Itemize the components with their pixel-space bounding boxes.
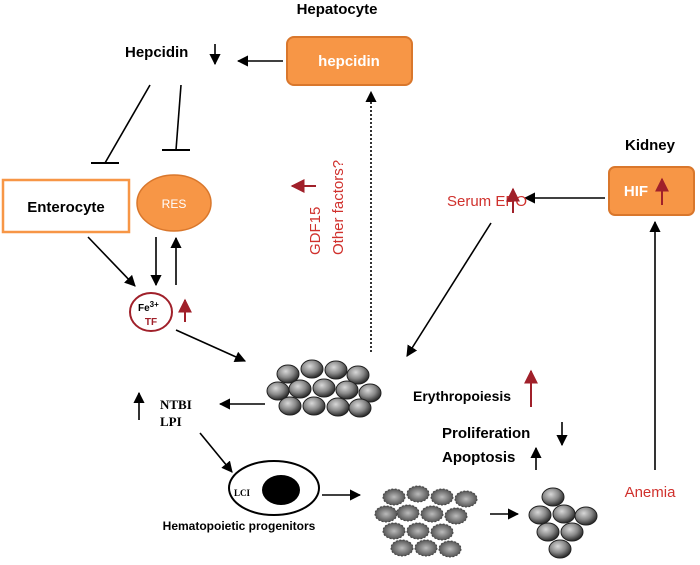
inhibit-res-line bbox=[175, 84, 182, 151]
serum-epo-label: Serum EPO bbox=[447, 193, 527, 210]
progenitors-caption: Hematopoietic progenitors bbox=[163, 519, 316, 533]
ntbi-label: NTBI bbox=[160, 397, 192, 412]
res-ellipse bbox=[136, 174, 212, 232]
anemia-label: Anemia bbox=[625, 484, 677, 501]
kidney-title: Kidney bbox=[625, 137, 676, 154]
fe-label: Fe3+ bbox=[138, 300, 159, 314]
fe-tf-circle bbox=[129, 292, 173, 332]
arrow-enterocyte-to-fe bbox=[87, 236, 136, 287]
hepcidin-box-label: hepcidin bbox=[318, 53, 380, 70]
arrow-epo-to-erythroid bbox=[406, 222, 492, 357]
enterocyte-label: Enterocyte bbox=[27, 199, 105, 216]
apoptosis-label: Apoptosis bbox=[442, 449, 515, 466]
hepcidin-box bbox=[286, 36, 413, 86]
hepcidin-label: Hepcidin bbox=[125, 44, 188, 61]
arrow-ntbi-to-progenitors bbox=[199, 432, 233, 473]
erythroid-cell-cluster bbox=[266, 359, 382, 418]
mature-cell-cluster bbox=[528, 487, 598, 559]
progenitor-nucleus bbox=[262, 475, 300, 505]
proliferation-label: Proliferation bbox=[442, 425, 530, 442]
apoptotic-cell-cluster bbox=[374, 485, 478, 558]
res-label: RES bbox=[162, 197, 187, 211]
other-factors-label: Other factors? bbox=[330, 160, 347, 255]
hepatocyte-title: Hepatocyte bbox=[297, 1, 378, 18]
inhibit-enterocyte-line bbox=[104, 84, 151, 164]
enterocyte-box bbox=[1, 178, 131, 234]
gdf15-label: GDF15 bbox=[307, 207, 324, 255]
lci-label: LCI bbox=[234, 488, 251, 498]
arrow-fe-to-erythroid bbox=[175, 329, 247, 362]
lpi-label: LPI bbox=[160, 414, 182, 429]
hif-label: HIF bbox=[624, 183, 648, 200]
hif-box bbox=[608, 166, 695, 216]
erythropoiesis-label: Erythropoiesis bbox=[413, 388, 511, 404]
tf-label: TF bbox=[145, 317, 157, 328]
